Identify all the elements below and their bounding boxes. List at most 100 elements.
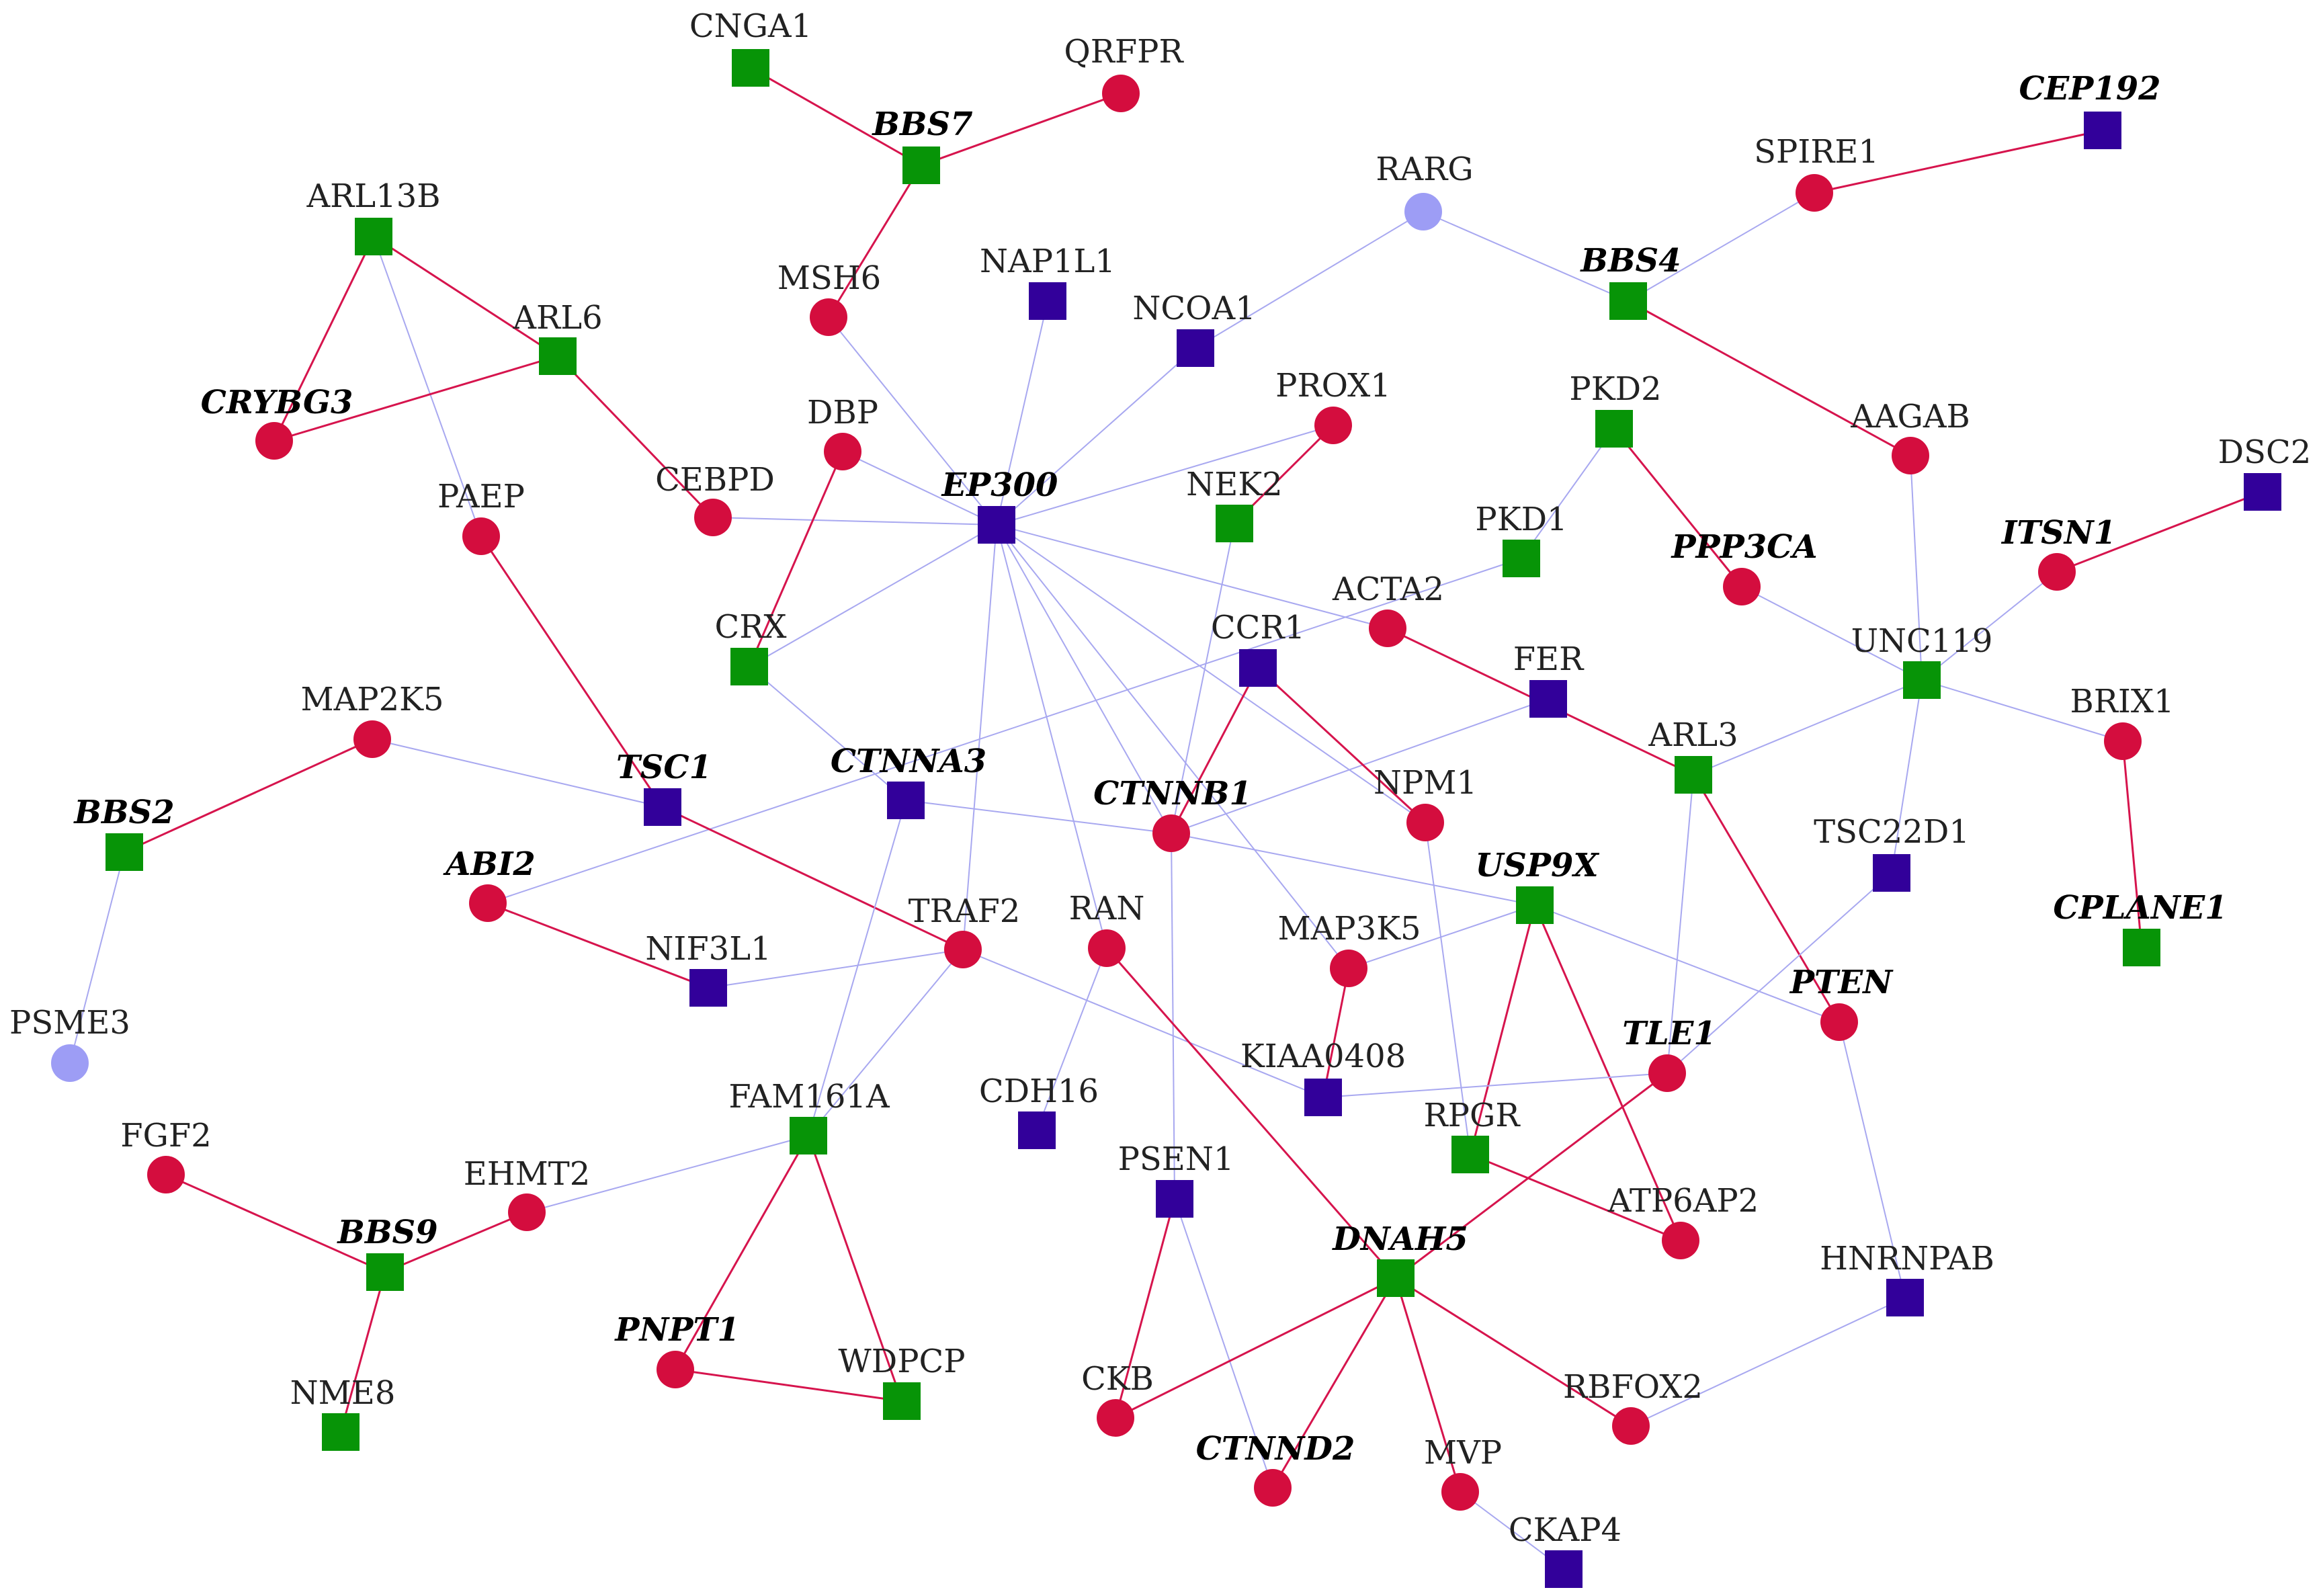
node-crx — [730, 648, 768, 685]
edge-arl3-tle1 — [1667, 774, 1694, 1074]
edge-tsc22d1-tle1 — [1667, 872, 1892, 1074]
node-label-arl6: ARL6 — [512, 299, 602, 337]
edge-ctnnb1-usp9x — [1171, 833, 1535, 906]
edge-layer — [69, 67, 2263, 1570]
edge-traf2-kiaa0408 — [962, 949, 1324, 1098]
node-unc119 — [1903, 661, 1941, 699]
node-label-itsn1: ITSN1 — [2000, 514, 2116, 552]
node-label-map2k5: MAP2K5 — [300, 681, 444, 718]
node-itsn1 — [2038, 553, 2076, 591]
edge-fer-ctnnb1 — [1171, 698, 1549, 834]
edge-dnah5-ctnnd2 — [1271, 1277, 1397, 1488]
edge-usp9x-atp6ap2 — [1533, 905, 1682, 1241]
edge-rarg-bbs4 — [1423, 211, 1629, 302]
node-ncoa1 — [1177, 329, 1214, 367]
edge-arl6-cebpd — [556, 355, 714, 519]
edge-pkd2-ppp3ca — [1613, 428, 1743, 587]
edge-ep300-ran — [996, 524, 1107, 949]
node-label-arl3: ARL3 — [1648, 716, 1738, 754]
node-label-acta2: ACTA2 — [1332, 571, 1444, 608]
edge-map2k5-bbs2 — [124, 738, 373, 853]
edge-bbs7-msh6 — [827, 165, 923, 318]
node-label-bbs2: BBS2 — [73, 794, 174, 831]
node-label-spire1: SPIRE1 — [1754, 133, 1879, 171]
node-ckb — [1097, 1399, 1134, 1437]
node-label-ckap4: CKAP4 — [1509, 1511, 1621, 1549]
node-bbs2 — [106, 833, 143, 871]
edge-pkd2-pkd1 — [1521, 428, 1615, 559]
node-label-usp9x: USP9X — [1475, 847, 1599, 884]
node-label-rpgr: RPGR — [1424, 1097, 1521, 1134]
node-label-kiaa0408: KIAA0408 — [1240, 1038, 1406, 1075]
node-ppp3ca — [1723, 568, 1761, 605]
node-label-fer: FER — [1513, 640, 1585, 678]
edge-ppp3ca-unc119 — [1741, 586, 1923, 681]
node-label-dsc2: DSC2 — [2218, 433, 2312, 471]
node-label-bbs9: BBS9 — [336, 1214, 437, 1251]
edge-qrfpr-bbs7 — [921, 92, 1122, 167]
edge-crx-ctnna3 — [749, 666, 906, 801]
edge-fam161a-pnpt1 — [674, 1135, 810, 1370]
edge-map3k5-kiaa0408 — [1322, 968, 1350, 1098]
node-map2k5 — [353, 720, 391, 758]
node-crybg3 — [255, 422, 293, 460]
node-ctnna3 — [887, 782, 925, 819]
node-psen1 — [1156, 1180, 1193, 1218]
node-label-msh6: MSH6 — [777, 259, 881, 297]
node-label-arl13b: ARL13B — [306, 177, 440, 215]
node-label-nif3l1: NIF3L1 — [645, 930, 771, 968]
node-label-ehmt2: EHMT2 — [464, 1155, 591, 1193]
node-label-unc119: UNC119 — [1851, 622, 1993, 660]
node-label-rarg: RARG — [1376, 151, 1473, 188]
node-label-traf2: TRAF2 — [909, 892, 1021, 930]
node-abi2 — [469, 884, 507, 922]
node-arl3 — [1675, 756, 1712, 794]
edge-dnah5-ckb — [1115, 1277, 1396, 1419]
edge-pnpt1-wdpcp — [675, 1368, 902, 1402]
node-label-nek2: NEK2 — [1186, 466, 1282, 503]
edge-ehmt2-bbs9 — [384, 1211, 528, 1273]
node-psme3 — [51, 1044, 89, 1082]
edge-nap1l1-ep300 — [996, 300, 1048, 526]
node-label-tle1: TLE1 — [1622, 1015, 1716, 1052]
edge-arl13b-arl6 — [373, 235, 558, 358]
node-tsc1 — [644, 788, 681, 826]
node-label-dnah5: DNAH5 — [1331, 1220, 1468, 1258]
edge-map2k5-tsc1 — [372, 739, 663, 808]
node-label-pnpt1: PNPT1 — [614, 1311, 739, 1349]
edge-fam161a-ehmt2 — [526, 1135, 809, 1213]
edge-unc119-brix1 — [1921, 679, 2123, 742]
node-pkd1 — [1503, 540, 1540, 577]
edge-ep300-traf2 — [962, 524, 997, 950]
edge-ccr1-npm1 — [1257, 667, 1427, 824]
node-nme8 — [322, 1413, 360, 1451]
node-pkd2 — [1595, 410, 1633, 448]
edge-ep300-ctnnb1 — [996, 524, 1172, 834]
node-label-psen1: PSEN1 — [1118, 1140, 1234, 1178]
edge-dbp-ep300 — [842, 451, 997, 526]
node-ep300 — [978, 506, 1015, 544]
node-label-map3k5: MAP3K5 — [1277, 910, 1421, 948]
edge-ncoa1-ep300 — [996, 347, 1196, 526]
node-nap1l1 — [1029, 282, 1066, 320]
edge-arl13b-crybg3 — [273, 236, 375, 442]
node-dsc2 — [2244, 473, 2281, 511]
node-fgf2 — [147, 1156, 185, 1193]
node-cdh16 — [1018, 1111, 1056, 1149]
node-label-cebpd: CEBPD — [655, 461, 775, 499]
node-label-ctnnb1: CTNNB1 — [1093, 775, 1252, 812]
node-label-pkd2: PKD2 — [1569, 370, 1661, 408]
edge-cebpd-ep300 — [712, 517, 997, 526]
node-cep192 — [2084, 112, 2121, 149]
edge-msh6-ep300 — [828, 317, 997, 526]
node-nek2 — [1216, 505, 1253, 542]
edge-usp9x-map3k5 — [1348, 905, 1535, 969]
edge-rpgr-atp6ap2 — [1470, 1153, 1681, 1242]
node-label-prox1: PROX1 — [1275, 367, 1391, 405]
node-rpgr — [1451, 1136, 1489, 1173]
edge-dnah5-rbfox2 — [1395, 1277, 1632, 1427]
node-label-nap1l1: NAP1L1 — [980, 243, 1115, 280]
node-npm1 — [1406, 804, 1444, 841]
edge-spire1-bbs4 — [1628, 192, 1815, 302]
